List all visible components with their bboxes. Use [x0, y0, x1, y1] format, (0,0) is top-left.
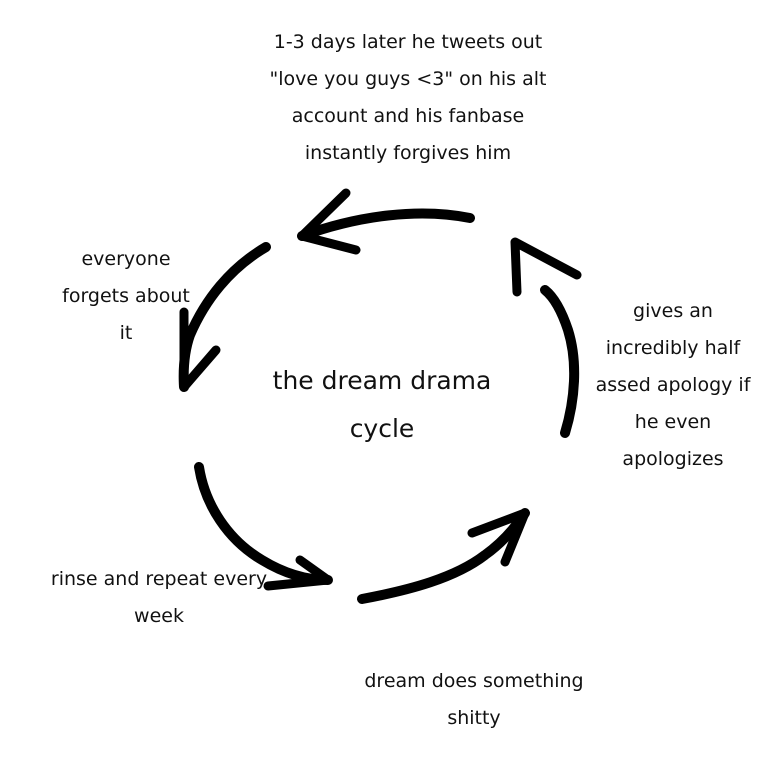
step-bottom-line-1: dream does something [364, 670, 584, 692]
step-top-line-1: 1-3 days later he tweets out [273, 31, 543, 53]
step-bottom-label: dream does something shitty [349, 663, 599, 737]
arrow-upper-left [178, 242, 271, 392]
step-right-line-3: assed apology if [595, 374, 751, 396]
step-left-bottom-line-2: week [134, 605, 184, 627]
step-right-line-4: he even [634, 411, 712, 433]
arrow-right [510, 237, 582, 438]
step-bottom-line-2: shitty [447, 707, 501, 729]
step-left-top-line-1: everyone [81, 248, 171, 270]
arrow-lower-left [194, 462, 333, 591]
step-right-line-1: gives an [633, 300, 713, 322]
step-left-bottom-label: rinse and repeat every week [34, 561, 284, 635]
step-top-line-2: "love you guys <3" on his alt [269, 68, 547, 90]
step-right-line-5: apologizes [622, 448, 724, 470]
step-left-bottom-line-1: rinse and repeat every [50, 568, 268, 590]
step-right-line-2: incredibly half [605, 337, 741, 359]
arrow-top [297, 188, 475, 255]
diagram-title-line-2: cycle [349, 414, 415, 443]
step-top-label: 1-3 days later he tweets out "love you g… [228, 24, 588, 172]
step-left-top-label: everyone forgets about it [46, 241, 206, 352]
diagram-title: the dream drama cycle [232, 357, 532, 453]
diagram-title-line-1: the dream drama [272, 366, 492, 395]
step-left-top-line-2: forgets about [62, 285, 190, 307]
step-left-top-line-3: it [119, 322, 133, 344]
step-top-line-3: account and his fanbase [291, 105, 525, 127]
arrow-bottom [357, 508, 530, 604]
step-top-line-4: instantly forgives him [304, 142, 512, 164]
step-right-label: gives an incredibly half assed apology i… [588, 293, 758, 478]
